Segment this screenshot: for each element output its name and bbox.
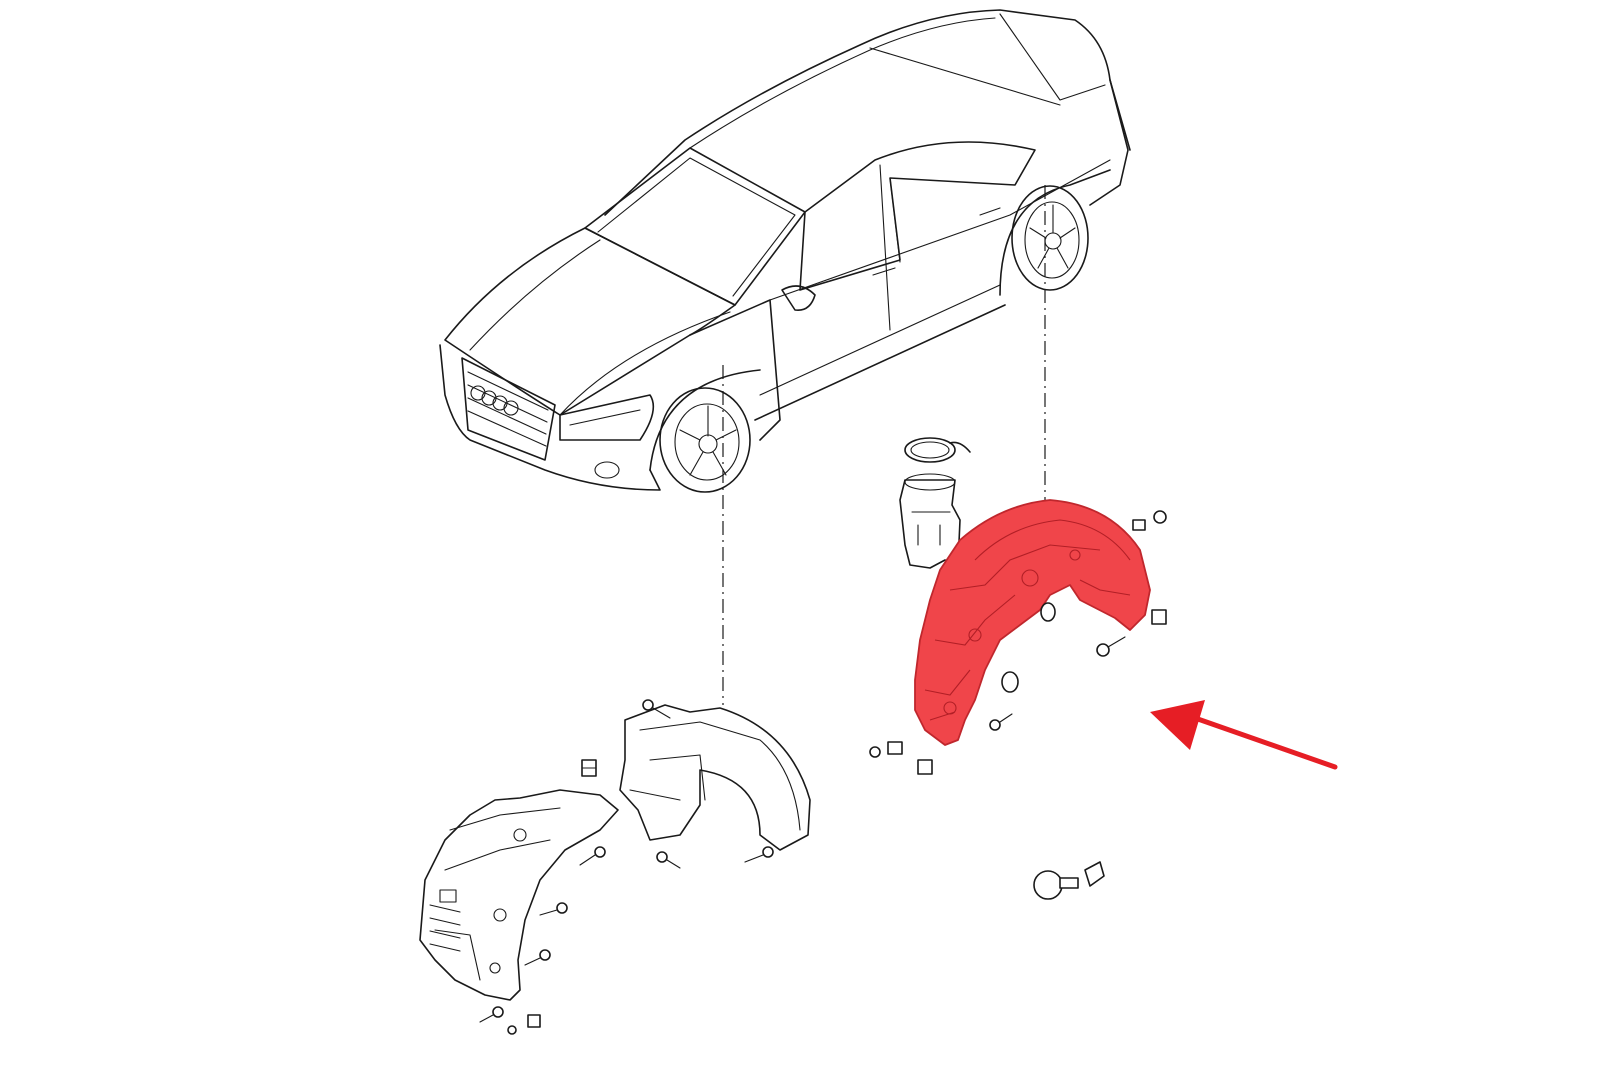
filler-housing-icon (899, 479, 961, 569)
rear-fasteners (869, 510, 1167, 900)
screw-icon (642, 699, 671, 719)
expansion-nut-icon (1001, 671, 1019, 693)
screw-icon (507, 1025, 517, 1035)
screw-icon (744, 846, 774, 863)
clip-icon (917, 759, 933, 775)
rear-wheel-liner-highlighted (914, 499, 1151, 746)
clip-icon (1151, 609, 1167, 625)
screw-icon (524, 949, 551, 966)
screw-icon (989, 713, 1013, 731)
push-rivet-icon (1033, 861, 1105, 900)
screw-icon (579, 846, 606, 866)
car-illustration (439, 9, 1131, 493)
nut-icon (527, 1014, 541, 1028)
screw-icon (656, 851, 681, 869)
leader-lines (722, 185, 1046, 705)
clip-icon (581, 759, 597, 777)
front-fasteners (479, 699, 774, 1035)
ring-seal-icon (904, 437, 956, 463)
bolt-icon (1132, 510, 1167, 531)
bolt-icon (869, 741, 903, 758)
expansion-nut-icon (1040, 602, 1056, 622)
screw-icon (1096, 636, 1126, 657)
screw-icon (539, 902, 568, 916)
pointer-arrow (1150, 700, 1338, 770)
filler-neck-parts (899, 437, 971, 569)
screw-icon (479, 1006, 504, 1023)
front-wheel-liner (419, 704, 811, 1001)
